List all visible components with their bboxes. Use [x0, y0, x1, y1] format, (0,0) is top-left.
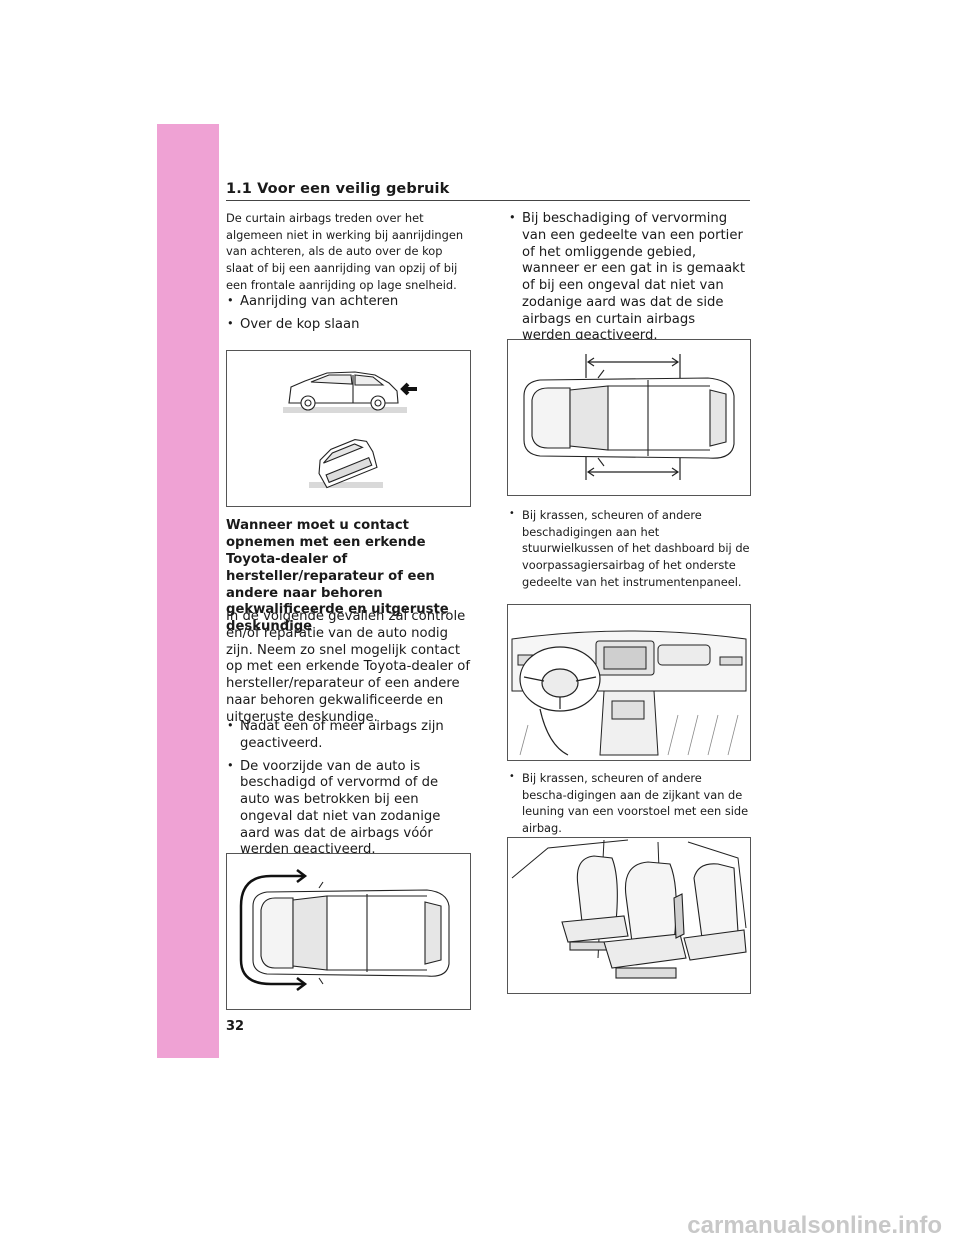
figure-dashboard-interior [507, 604, 751, 761]
front-seat-right-icon [603, 861, 687, 979]
right-bullet-seat: Bij krassen, scheuren of andere bescha-d… [508, 770, 750, 837]
contact-dealer-heading: Wanneer moet u contact opnemen met een e… [226, 518, 449, 635]
right-bullet-doors: Bij beschadiging of vervorming van een g… [508, 211, 748, 345]
figure-front-seats [507, 837, 751, 994]
front-seat-left-icon [561, 855, 629, 951]
arrow-head-top-icon [296, 869, 308, 883]
front-impact-outline [239, 874, 305, 986]
floor-hatching [519, 714, 739, 756]
header-divider [226, 200, 750, 201]
impact-arrow-icon [400, 382, 417, 396]
figure-door-damage-top-view [507, 339, 751, 496]
bullet-dashboard-damage: Bij krassen, scheuren of andere beschadi… [508, 507, 750, 590]
bottom-bullet-list: Nadat een of meer airbags zijn geactivee… [226, 719, 471, 859]
bullet-rear-collision: Aanrijding van achteren [226, 294, 471, 311]
ground-strip-top [283, 407, 407, 413]
intro-text: De curtain airbags treden over het algem… [226, 211, 464, 292]
bullet-seat-side-damage: Bij krassen, scheuren of andere bescha-d… [508, 770, 750, 837]
rollover-car-icon [318, 439, 378, 489]
section-title: 1.1 Voor een veilig gebruik [226, 181, 450, 197]
arrow-head-bottom-icon [296, 977, 308, 991]
watermark-logo: carmanualsonline.info [687, 1212, 942, 1239]
contact-dealer-body: In de volgende gevallen zal controle en/… [226, 609, 471, 725]
ground-strip-bottom [309, 482, 383, 488]
bullet-rollover: Over de kop slaan [226, 317, 471, 334]
bullet-airbags-deployed: Nadat een of meer airbags zijn geactivee… [226, 719, 471, 753]
figure-rear-collision-rollover [226, 350, 471, 507]
page-number: 32 [226, 1019, 245, 1034]
rear-seat-icon [683, 863, 747, 961]
car-top-view-icon [252, 881, 450, 985]
right-bullet-dashboard: Bij krassen, scheuren of andere beschadi… [508, 507, 750, 590]
intro-paragraph: De curtain airbags treden over het algem… [226, 210, 471, 293]
steering-wheel-icon [519, 646, 601, 756]
top-bullet-list: Aanrijding van achteren Over de kop slaa… [226, 294, 471, 334]
suv-side-view-icon [288, 371, 399, 411]
door-span-markers [585, 354, 681, 480]
car-top-view-icon [523, 369, 735, 467]
figure-front-damage-top-view [226, 853, 471, 1010]
bullet-door-damage: Bij beschadiging of vervorming van een g… [508, 211, 748, 345]
chapter-side-tab [157, 124, 219, 1058]
bullet-front-damaged: De voorzijde van de auto is beschadigd o… [226, 759, 471, 860]
